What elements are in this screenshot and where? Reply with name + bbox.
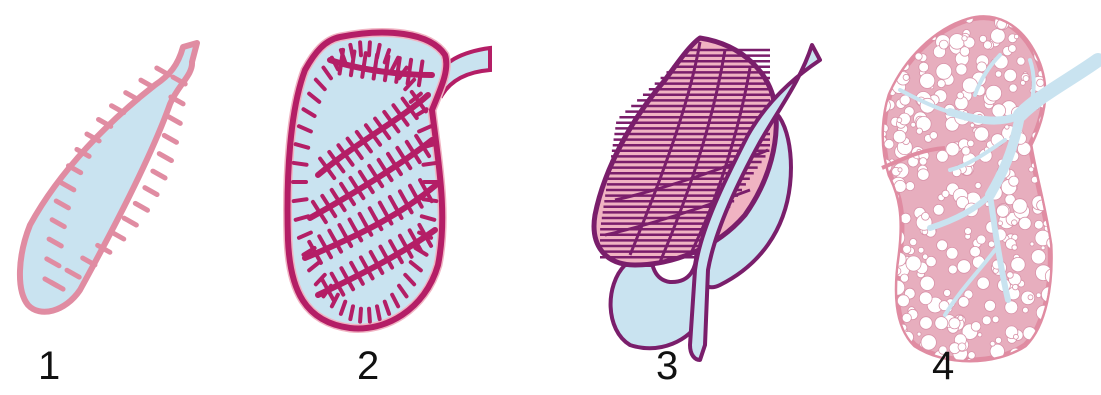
panel-label-4: 4 xyxy=(932,346,954,386)
bird-lung-air-sac-icon xyxy=(594,38,820,360)
panel-label-3: 3 xyxy=(656,346,678,386)
panel-label-2: 2 xyxy=(357,346,379,386)
septate-lung-icon xyxy=(288,33,490,329)
alveolar-lung-icon xyxy=(873,9,1098,367)
panel-label-1: 1 xyxy=(38,346,60,386)
simple-sac-lung-icon xyxy=(20,43,197,312)
